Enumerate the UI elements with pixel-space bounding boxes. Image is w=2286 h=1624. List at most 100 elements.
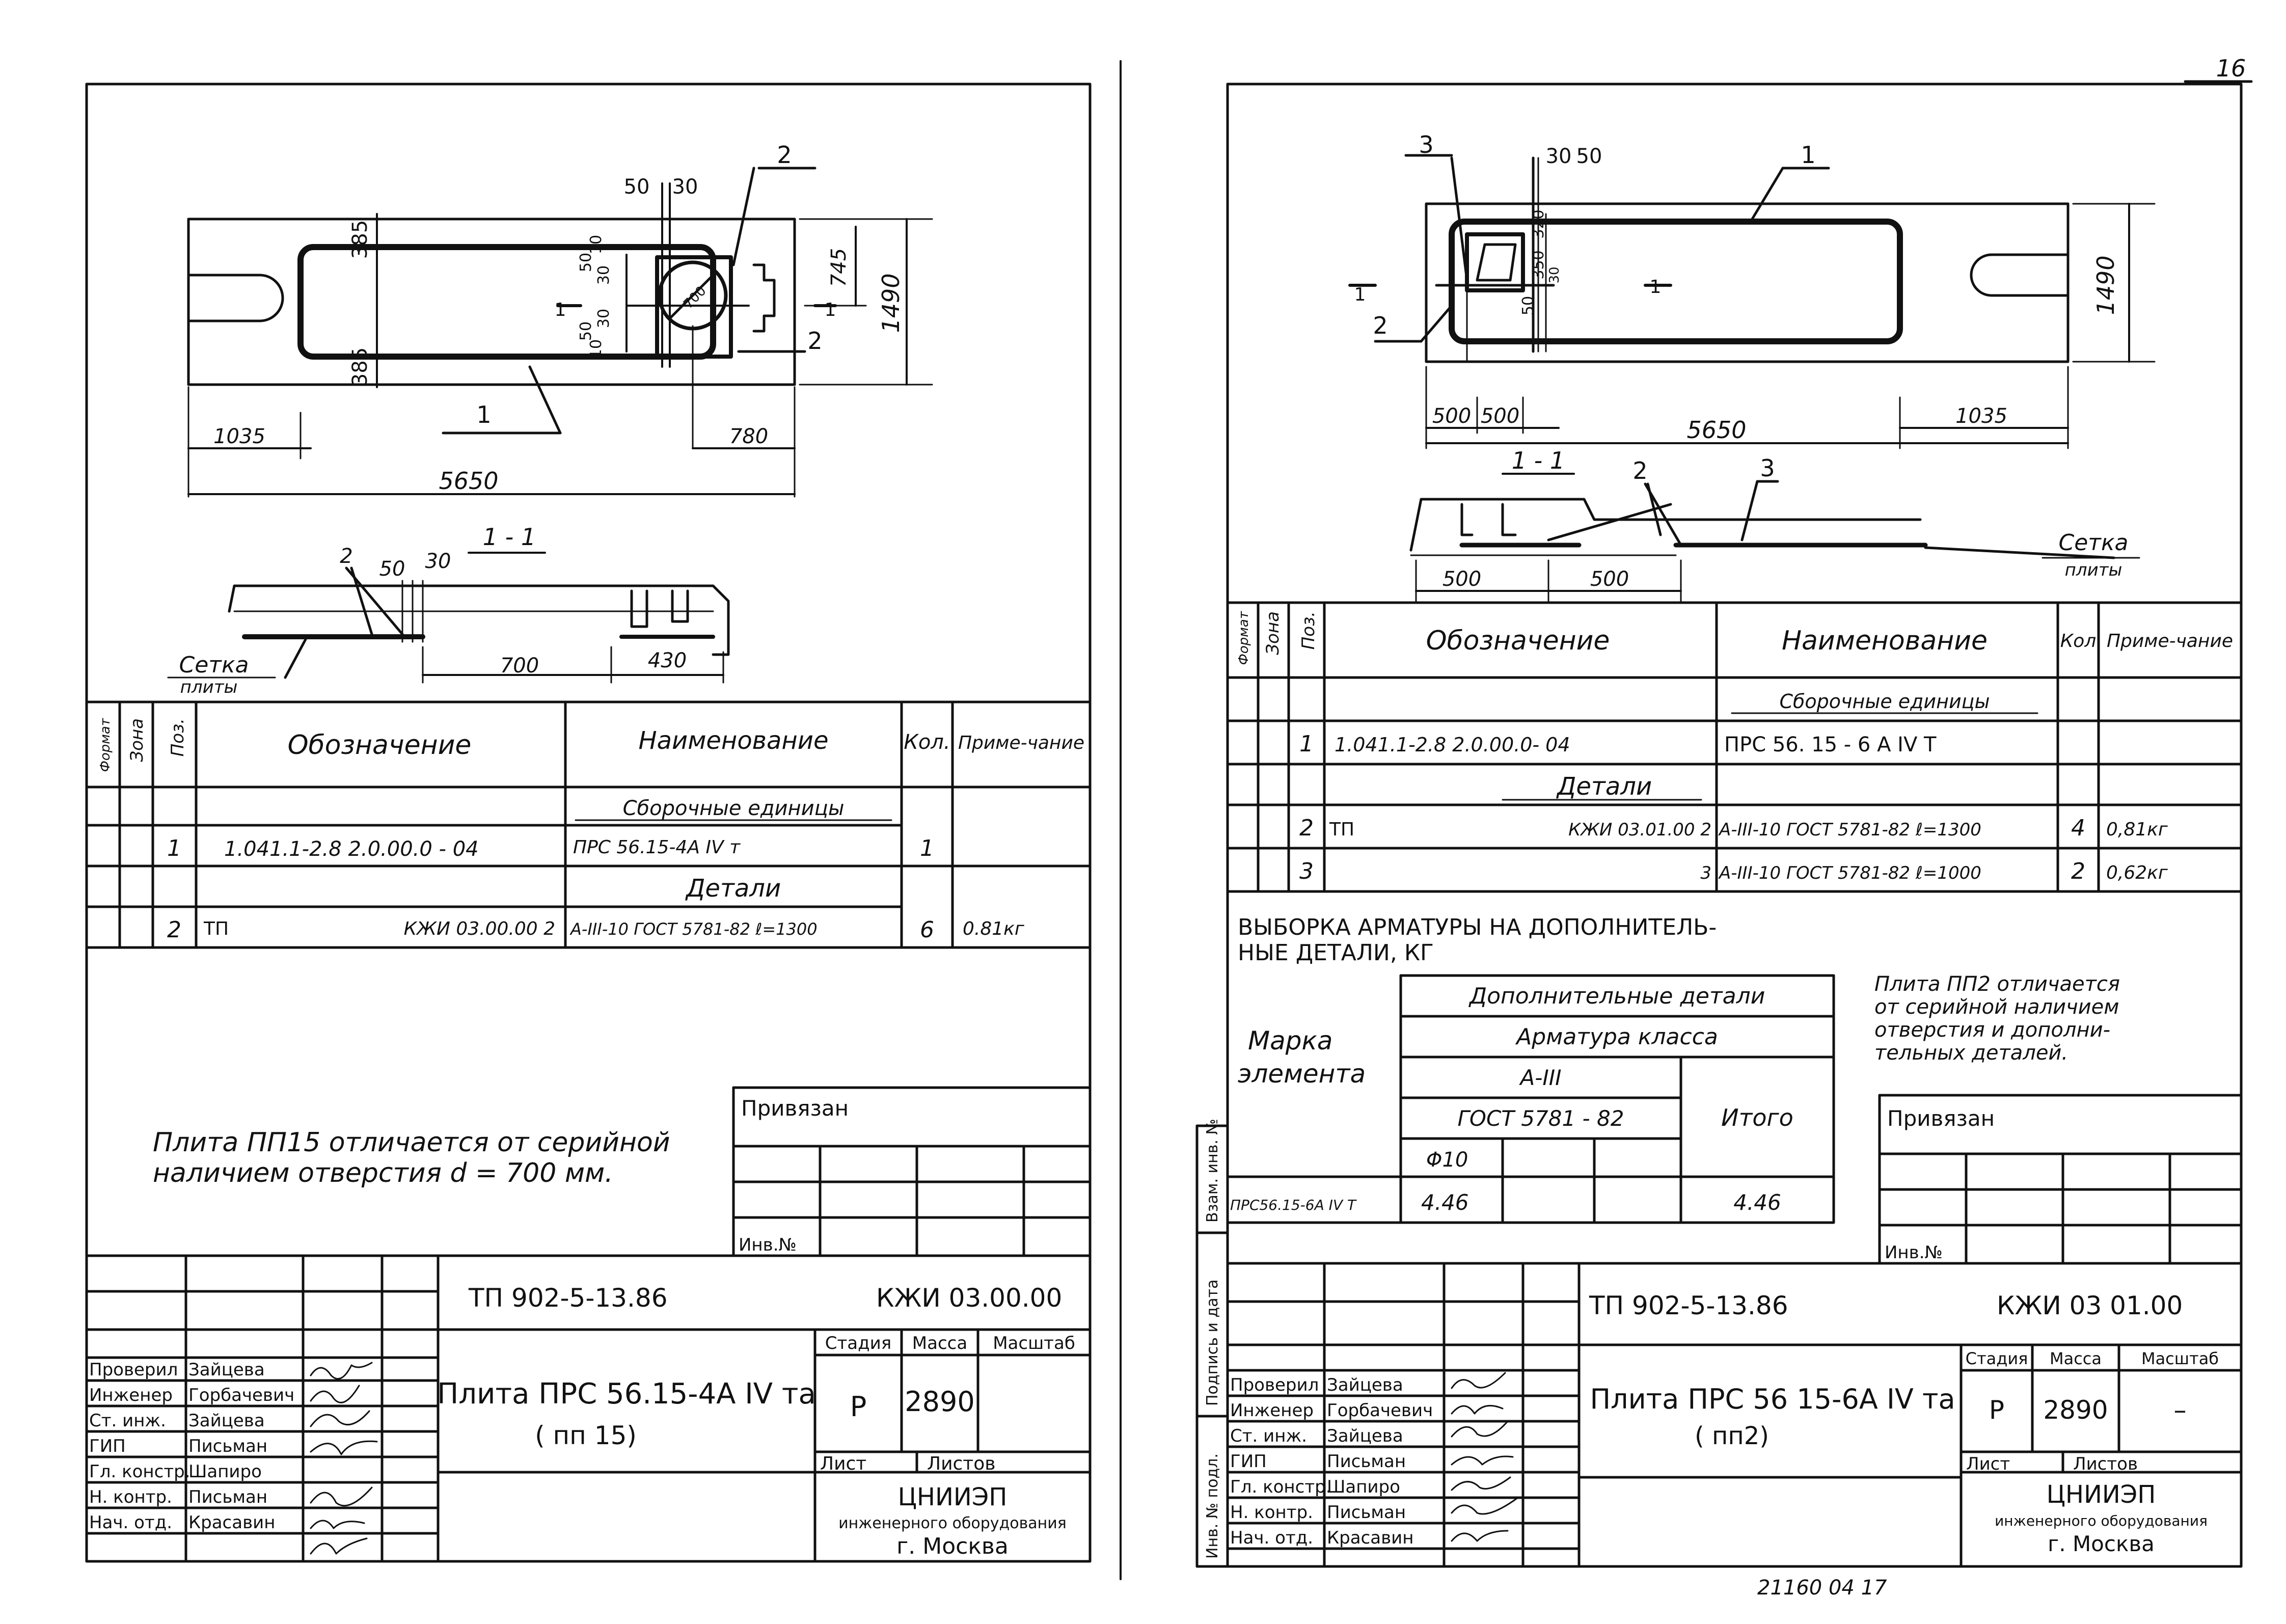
l-mesh-label-2: плиты <box>180 677 238 697</box>
l-sec-dim-430: 430 <box>648 649 687 672</box>
r-h-zone: Зона <box>1263 611 1283 655</box>
l-section-mark-b: 1 <box>825 300 836 320</box>
r-tb-code: КЖИ 03 01.00 <box>1997 1291 2183 1320</box>
r-sec-dim-500a: 500 <box>1443 567 1481 591</box>
r-r3-name: А-III-10 ГОСТ 5781-82 ℓ=1000 <box>1718 863 1981 883</box>
r-leader-3: 3 <box>1419 131 1433 158</box>
l-h-zone: Зона <box>127 718 147 762</box>
right-title-text: ТП 902-5-13.86 КЖИ 03 01.00 Плита ПРС 56… <box>1230 1291 2219 1600</box>
right-plan-view <box>1348 154 2156 449</box>
right-side-strip <box>1195 1124 1229 1568</box>
r-r2-pos: 2 <box>1299 815 1314 841</box>
l-tb-project: ТП 902-5-13.86 <box>468 1283 668 1313</box>
left-spec-table <box>85 700 1092 949</box>
l-dim-745: 745 <box>827 248 851 287</box>
r-r2-des-a: ТП <box>1329 819 1354 840</box>
l-section-mark-a: 1 <box>555 300 566 320</box>
l-bound-label: Привязан <box>741 1096 849 1121</box>
r-dim-500a: 500 <box>1432 404 1471 428</box>
r-tb-org2: инженерного оборудования <box>1995 1512 2208 1529</box>
r-section-mark-a: 1 <box>1354 284 1366 305</box>
l-tb-sheet-h: Лист <box>820 1453 866 1474</box>
r-dim-1490: 1490 <box>2092 255 2119 315</box>
r-mesh-label: Сетка <box>2059 530 2129 556</box>
l-tb-stage: Р <box>850 1391 867 1423</box>
r-role-6: Нач. отд. <box>1230 1528 1313 1548</box>
left-spec-text: Формат Зона Поз. Обозначение Наименовани… <box>98 718 1084 943</box>
l-tb-mass: 2890 <box>905 1386 974 1418</box>
l-role-3: ГИП <box>89 1436 126 1456</box>
l-r2-des-a: ТП <box>203 918 229 939</box>
r-tb-mass: 2890 <box>2043 1395 2108 1425</box>
l-tb-name1: Плита ПРС 56.15-4А IV та <box>437 1377 816 1411</box>
r-dim-500b: 500 <box>1481 404 1519 428</box>
r-dim-50: 50 <box>1576 145 1602 168</box>
r-tb-people: Проверил Зайцева Инженер Горбачевич Ст. … <box>1230 1375 1433 1548</box>
r-tb-mass-h: Масса <box>2050 1349 2102 1368</box>
l-r1-pos: 1 <box>167 835 181 861</box>
right-signatures <box>1451 1344 1580 1542</box>
left-bound-block <box>732 1086 1092 1257</box>
l-role-1: Инженер <box>89 1385 173 1405</box>
l-group-details: Детали <box>685 874 781 903</box>
r-leader-1: 1 <box>1801 141 1815 169</box>
r-dim-320: 320 <box>1530 209 1547 238</box>
r-person-6: Красавин <box>1327 1528 1413 1548</box>
l-tb-org1: ЦНИИЭП <box>898 1483 1008 1511</box>
l-tb-name2: ( пп 15) <box>535 1421 637 1450</box>
l-leader-2b: 2 <box>807 327 822 355</box>
r-sample-title-1: ВЫБОРКА АРМАТУРЫ НА ДОПОЛНИТЕЛЬ- <box>1238 914 1717 940</box>
r-row-mark: ПРС56.15-6А IV Т <box>1230 1197 1357 1213</box>
r-section-title: 1 - 1 <box>1512 447 1565 474</box>
r-sec-leader-2: 2 <box>1632 457 1647 484</box>
l-leader-2a: 2 <box>777 141 792 169</box>
r-sec-leader-3: 3 <box>1760 454 1775 482</box>
r-dim-30b: 30 <box>1547 266 1562 283</box>
left-section-view <box>167 552 730 684</box>
r-note-1: Плита ПП2 отличается <box>1874 972 2120 996</box>
r-total-h: Итого <box>1721 1104 1793 1131</box>
l-sec-dim-30: 30 <box>425 550 451 573</box>
r-person-3: Письман <box>1327 1451 1406 1472</box>
r-r3-note: 0,62кг <box>2106 862 2168 883</box>
l-dim-30b: 30 <box>595 265 613 285</box>
l-dim-1490: 1490 <box>877 273 905 333</box>
r-h-pos: Поз. <box>1298 611 1319 649</box>
r-role-0: Проверил <box>1230 1375 1319 1395</box>
l-h-pos: Поз. <box>168 718 188 756</box>
r-tb-sheets-h: Листов <box>2073 1454 2138 1474</box>
l-note-line2: наличием отверстия d = 700 мм. <box>153 1158 613 1188</box>
r-dim-50b: 50 <box>1519 296 1537 315</box>
l-section-title: 1 - 1 <box>483 523 536 551</box>
l-h-format: Формат <box>98 718 113 772</box>
r-r1-name: ПРС 56. 15 - 6 А IV Т <box>1724 733 1937 756</box>
r-note-2: от серийной наличием <box>1874 995 2119 1019</box>
r-sample-title-2: НЫЕ ДЕТАЛИ, КГ <box>1238 940 1434 966</box>
l-dim-385a: 385 <box>348 220 372 259</box>
r-leader-2: 2 <box>1373 312 1387 339</box>
r-r3-des-b: 3 <box>1700 863 1711 883</box>
right-sample-table <box>1226 974 1835 1224</box>
l-leader-1: 1 <box>476 401 491 428</box>
l-role-4: Гл. констр. <box>89 1461 190 1482</box>
left-plan-view <box>187 167 933 498</box>
r-note-3: отверстия и дополни- <box>1874 1018 2110 1042</box>
l-dim-780: 780 <box>729 425 768 448</box>
r-dim-5650: 5650 <box>1686 416 1746 444</box>
r-inv-label: Инв.№ <box>1885 1242 1943 1263</box>
r-person-0: Зайцева <box>1327 1375 1403 1395</box>
r-group-assembly: Сборочные единицы <box>1779 690 1990 713</box>
r-dim-1035: 1035 <box>1955 404 2007 428</box>
l-dim-50: 50 <box>624 175 650 199</box>
r-h-name: Наименование <box>1782 626 1988 656</box>
r-h-note: Приме-чание <box>2107 631 2233 652</box>
l-r2-name: А-III-10 ГОСТ 5781-82 ℓ=1300 <box>569 919 818 939</box>
l-tb-code: КЖИ 03.00.00 <box>876 1283 1062 1313</box>
page-number-bottom: 21160 04 17 <box>1757 1576 1887 1600</box>
r-r2-qty: 4 <box>2071 815 2085 841</box>
r-row-total: 4.46 <box>1733 1190 1781 1215</box>
r-tb-scale-h: Масштаб <box>2141 1349 2219 1368</box>
l-r2-note: 0.81кг <box>963 918 1025 939</box>
r-tb-stage-h: Стадия <box>1966 1349 2028 1368</box>
